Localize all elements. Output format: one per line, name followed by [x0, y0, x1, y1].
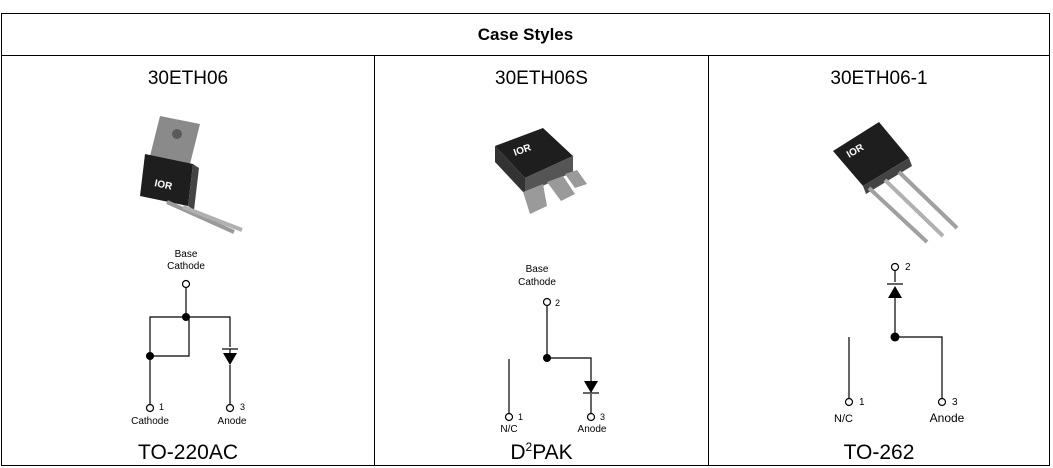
- pin2-number: 2: [555, 298, 560, 308]
- pin1-number: 1: [518, 412, 523, 422]
- pin3-number: 3: [240, 402, 245, 412]
- part-number: 30ETH06: [147, 68, 229, 89]
- pin3-label: Anode: [930, 411, 965, 425]
- to220-schematic: [145, 279, 238, 413]
- table-title: Case Styles: [477, 24, 574, 44]
- column-to220ac: 30ETH06 IOR: [2, 56, 375, 465]
- pin1-number: 1: [859, 397, 865, 408]
- cathode-top-label: Cathode: [518, 277, 556, 288]
- to220-column-drawing: IOR Base Cathode 1 Cathode: [131, 116, 247, 427]
- part-number: 30ETH06-1: [830, 68, 928, 89]
- pin1-label: Cathode: [131, 416, 169, 427]
- pin3-number: 3: [952, 397, 958, 408]
- pin1-number: 1: [159, 402, 164, 412]
- column-d2pak: 30ETH06S IOR: [375, 56, 709, 465]
- pin2-number: 2: [905, 262, 911, 273]
- pin3-label: Anode: [578, 424, 607, 435]
- column-to262: 30ETH06-1 IOR 2: [709, 56, 1049, 465]
- to220-package-photo: IOR: [140, 116, 243, 234]
- case-styles-table: Case Styles 30ETH06 IOR: [1, 13, 1050, 466]
- part-number: 30ETH06S: [495, 68, 588, 89]
- d2pak-schematic: [504, 297, 599, 422]
- pin1-label: N/C: [834, 413, 853, 425]
- base-label: Base: [526, 264, 549, 275]
- to262-column-drawing: IOR 2 1 N/C 3 Anode: [833, 122, 965, 425]
- base-label: Base: [175, 249, 198, 260]
- pin3-number: 3: [600, 412, 605, 422]
- d2pak-column-drawing: IOR Base Cathode 2 1 N/C 3 Anode: [495, 128, 607, 435]
- package-name: TO-220AC: [138, 441, 238, 464]
- to262-schematic: [844, 262, 947, 407]
- package-name: D2PAK: [510, 440, 573, 464]
- table-header-row: Case Styles: [2, 14, 1049, 56]
- pin3-label: Anode: [218, 416, 247, 427]
- ior-logo: IOR: [153, 178, 173, 193]
- cathode-top-label: Cathode: [167, 261, 205, 272]
- package-name: TO-262: [843, 441, 915, 464]
- to262-package-photo: IOR: [833, 122, 959, 244]
- pin1-label: N/C: [500, 424, 517, 435]
- d2pak-package-photo: IOR: [495, 128, 587, 214]
